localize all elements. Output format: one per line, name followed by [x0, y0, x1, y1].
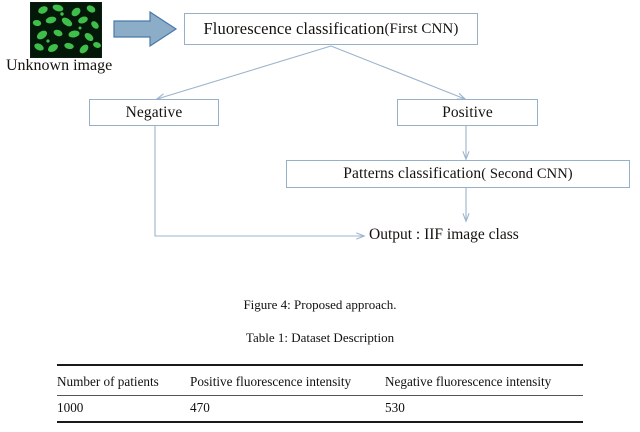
table-header-negative-fluorescence-intensity: Negative fluorescence intensity [385, 364, 583, 396]
table-caption: Table 1: Dataset Description [245, 330, 395, 345]
unknown-image-caption: Unknown image [6, 57, 113, 74]
node-negative-label: Negative [125, 103, 183, 121]
table-cell-positive-fluorescence-intensity: 470 [190, 395, 385, 423]
node-positive[interactable]: Positive [397, 99, 538, 126]
right-block-arrow-icon [113, 10, 178, 48]
table-header-positive-fluorescence-intensity: Positive fluorescence intensity [190, 364, 385, 396]
node-patterns-main-label: Patterns classification [343, 165, 482, 182]
micrograph-cells-icon [31, 3, 101, 57]
node-fluorescence-paren-label: (First CNN) [384, 20, 459, 37]
fluorescence-micrograph-thumbnail [30, 2, 102, 58]
node-positive-label: Positive [442, 103, 493, 121]
table-header-row: Number of patients Positive fluorescence… [57, 364, 583, 396]
node-patterns-classification[interactable]: Patterns classification ( Second CNN) [286, 160, 630, 188]
output-label: Output : IIF image class [369, 226, 519, 243]
node-negative[interactable]: Negative [89, 99, 219, 126]
table-row: 1000 470 530 [57, 395, 583, 423]
node-fluorescence-classification[interactable]: Fluorescence classification (First CNN) [184, 13, 478, 45]
figure-caption: Figure 4: Proposed approach. [243, 297, 397, 312]
dataset-description-table: Number of patients Positive fluorescence… [57, 364, 583, 423]
table-cell-number-of-patients: 1000 [57, 395, 190, 423]
table-header-number-of-patients: Number of patients [57, 364, 190, 396]
table-cell-negative-fluorescence-intensity: 530 [385, 395, 583, 423]
node-patterns-paren-label: ( Second CNN) [481, 165, 573, 182]
node-fluorescence-main-label: Fluorescence classification [203, 19, 385, 38]
